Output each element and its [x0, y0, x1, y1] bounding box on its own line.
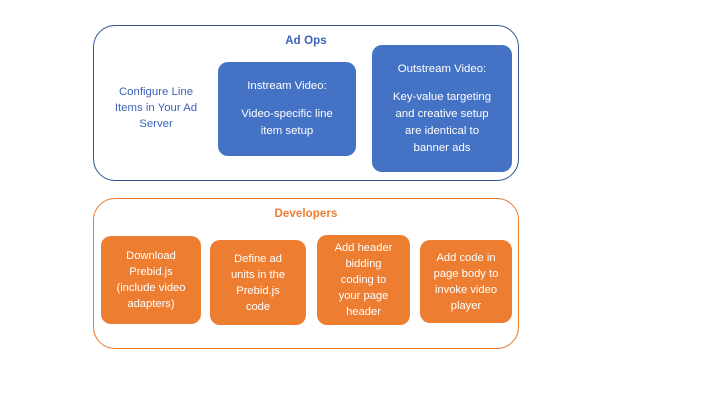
node-instream-video: Instream Video: Video-specific line item… — [218, 62, 356, 156]
node-line: your page — [338, 290, 389, 302]
node-line: Download — [126, 250, 176, 262]
node-line: bidding — [345, 258, 382, 270]
group-title-developers: Developers — [274, 208, 338, 220]
node-line: invoke video — [434, 283, 498, 296]
node-line: Configure Line — [118, 86, 194, 98]
node-line: Define ad — [234, 252, 282, 265]
node-line: player — [450, 299, 482, 312]
node-configure-line-items: Configure Line Items in Your Ad Server — [100, 62, 212, 154]
node-line: units in the — [230, 268, 286, 281]
node-line: Add header — [334, 242, 393, 254]
node-line: Add code in — [436, 251, 496, 264]
node-outstream-video: Outstream Video: Key-value targeting and… — [372, 45, 512, 172]
node-line: coding to — [340, 274, 387, 286]
node-line: Server — [139, 118, 173, 130]
node-line: adapters) — [127, 298, 175, 310]
node-line: are identical to — [404, 124, 480, 137]
node-add-header-bidding: Add header bidding coding to your page h… — [317, 235, 410, 325]
node-add-code-page-body: Add code in page body to invoke video pl… — [420, 240, 512, 323]
node-download-prebid: Download Prebid.js (include video adapte… — [101, 236, 201, 324]
node-line: Prebid.js — [236, 284, 280, 297]
node-line: page body to — [433, 267, 499, 280]
line-spacer — [378, 78, 506, 89]
node-line: (include video — [116, 282, 186, 294]
node-line: item setup — [260, 125, 314, 137]
node-line: Items in Your Ad — [114, 102, 198, 114]
node-line: Prebid.js — [129, 266, 173, 278]
node-heading: Outstream Video: — [397, 62, 487, 75]
node-line: Video-specific line — [241, 108, 333, 120]
node-line: banner ads — [413, 141, 471, 154]
node-line: header — [346, 306, 381, 318]
node-line: Key-value targeting — [392, 90, 492, 103]
node-line: code — [245, 300, 271, 313]
node-line: and creative setup — [395, 107, 489, 120]
node-heading: Instream Video: — [247, 80, 327, 92]
group-title-ad-ops: Ad Ops — [285, 35, 327, 47]
line-spacer — [224, 95, 350, 106]
node-define-ad-units: Define ad units in the Prebid.js code — [210, 240, 306, 325]
